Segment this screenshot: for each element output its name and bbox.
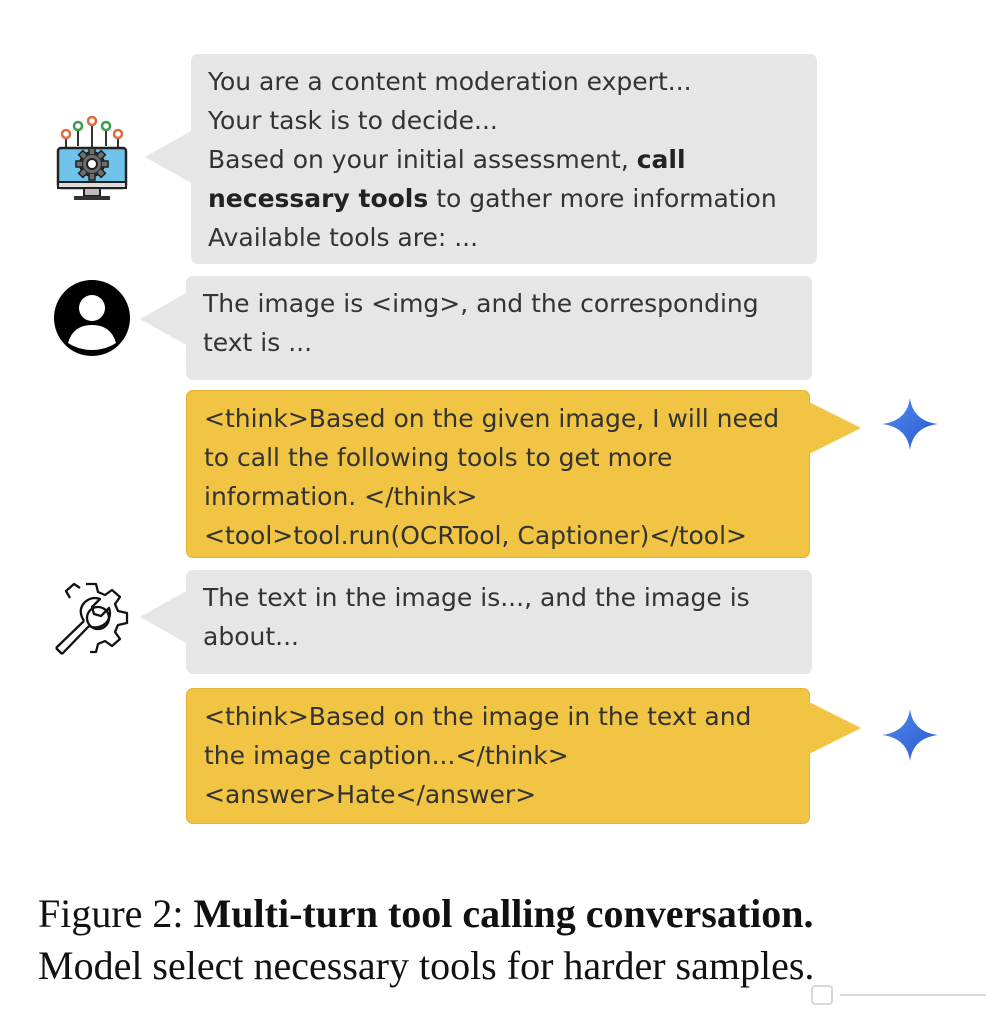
- system-line-5: Available tools are: ...: [208, 223, 479, 252]
- tool-line-1: The text in the image is..., and the ima…: [203, 583, 750, 612]
- system-line-4-text: to gather more information: [428, 184, 777, 213]
- watermark-logo: [811, 985, 986, 1005]
- model-message-bubble-1: <think>Based on the given image, I will …: [186, 390, 810, 558]
- model-2-line-3: <answer>Hate</answer>: [204, 780, 537, 809]
- model-2-line-1: <think>Based on the image in the text an…: [204, 702, 752, 731]
- model-1-line-1: <think>Based on the given image, I will …: [204, 404, 780, 433]
- system-line-2: Your task is to decide...: [208, 106, 498, 135]
- system-line-3: Based on your initial assessment, call: [208, 140, 801, 179]
- model-1-line-3: information. </think>: [204, 482, 478, 511]
- sparkle-icon: [880, 707, 940, 763]
- model-1-line-2: to call the following tools to get more: [204, 443, 673, 472]
- user-line-1: The image is <img>, and the correspondin…: [203, 289, 759, 318]
- system-message-bubble: You are a content moderation expert... Y…: [191, 54, 817, 264]
- tool-line-2: about...: [203, 622, 299, 651]
- tool-bubble-tail: [140, 590, 188, 644]
- model-bubble-tail-1: [809, 402, 861, 454]
- system-bold-necessary-tools: necessary tools: [208, 184, 429, 213]
- user-bubble-tail: [140, 292, 188, 346]
- user-message-bubble: The image is <img>, and the correspondin…: [186, 276, 812, 380]
- system-line-4: necessary tools to gather more informati…: [208, 179, 801, 218]
- system-bold-call: call: [636, 145, 686, 174]
- tool-message-bubble: The text in the image is..., and the ima…: [186, 570, 812, 674]
- model-message-bubble-2: <think>Based on the image in the text an…: [186, 688, 810, 824]
- user-avatar-icon: [53, 279, 131, 357]
- caption-title: Multi-turn tool calling conversation.: [193, 891, 814, 936]
- system-line-1: You are a content moderation expert...: [208, 67, 692, 96]
- model-2-line-2: the image caption...</think>: [204, 741, 569, 770]
- wrench-gear-icon: [50, 578, 134, 658]
- system-bubble-tail: [145, 130, 193, 184]
- user-line-2: text is ...: [203, 328, 313, 357]
- figure-caption: Figure 2: Multi-turn tool calling conver…: [38, 888, 988, 992]
- caption-prefix: Figure 2:: [38, 891, 194, 936]
- caption-line-2: Model select necessary tools for harder …: [38, 943, 815, 988]
- sparkle-icon: [880, 396, 940, 452]
- system-line-3-text: Based on your initial assessment,: [208, 145, 637, 174]
- caption-line-1: Figure 2: Multi-turn tool calling conver…: [38, 888, 988, 940]
- model-bubble-tail-2: [809, 702, 861, 754]
- computer-gear-icon: [50, 112, 134, 202]
- model-1-line-4: <tool>tool.run(OCRTool, Captioner)</tool…: [204, 521, 747, 550]
